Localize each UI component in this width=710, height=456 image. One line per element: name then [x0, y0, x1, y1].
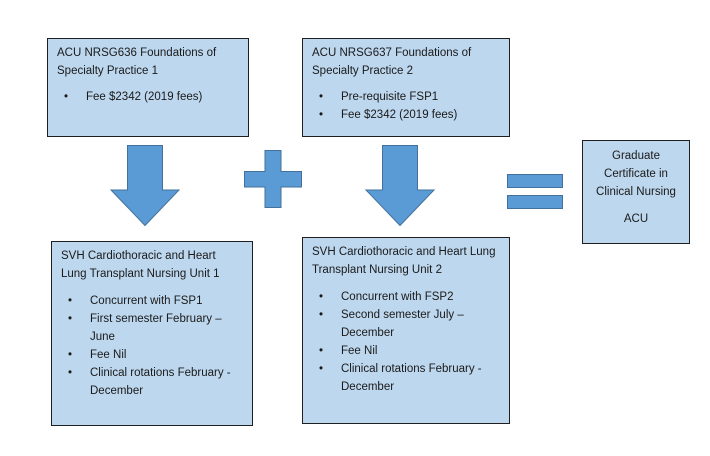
equals-bar-top — [507, 174, 563, 188]
unit2-bullet-list: Concurrent with FSP2 Second semester Jul… — [312, 288, 501, 396]
unit2-bullet: Clinical rotations February - December — [312, 360, 501, 396]
fsp2-box: ACU NRSG637 Foundations of Specialty Pra… — [302, 38, 510, 137]
unit1-box: SVH Cardiothoracic and Heart Lung Transp… — [51, 241, 253, 426]
fsp1-bullet: Fee $2342 (2019 fees) — [57, 88, 240, 106]
unit1-bullet: First semester February – June — [61, 310, 244, 346]
unit1-bullet: Fee Nil — [61, 346, 244, 364]
unit1-title: SVH Cardiothoracic and Heart Lung Transp… — [61, 250, 220, 280]
unit2-bullet: Second semester July – December — [312, 306, 501, 342]
fsp1-bullet-list: Fee $2342 (2019 fees) — [57, 88, 240, 106]
fsp1-title: ACU NRSG636 Foundations of Specialty Pra… — [57, 47, 217, 77]
down-arrow-icon — [364, 145, 436, 227]
unit1-bullet: Concurrent with FSP1 — [61, 292, 244, 310]
unit1-bullet: Clinical rotations February - December — [61, 364, 244, 400]
equals-bar-bottom — [507, 195, 563, 209]
result-title: Graduate Certificate in Clinical Nursing — [596, 150, 676, 198]
down-arrow-shape — [364, 145, 436, 227]
unit2-bullet: Fee Nil — [312, 342, 501, 360]
fsp2-bullet: Pre-requisite FSP1 — [312, 88, 501, 106]
unit2-box: SVH Cardiothoracic and Heart Lung Transp… — [302, 237, 510, 424]
plus-icon — [244, 150, 302, 208]
plus-shape — [244, 150, 302, 208]
down-arrow-shape — [109, 145, 181, 227]
unit2-bullet: Concurrent with FSP2 — [312, 288, 501, 306]
down-arrow-icon — [109, 145, 181, 227]
unit2-title: SVH Cardiothoracic and Heart Lung Transp… — [312, 246, 496, 276]
unit1-bullet-list: Concurrent with FSP1 First semester Febr… — [61, 292, 244, 400]
equals-icon — [507, 174, 563, 209]
fsp2-bullet-list: Pre-requisite FSP1 Fee $2342 (2019 fees) — [312, 88, 501, 124]
result-box: Graduate Certificate in Clinical Nursing… — [582, 140, 690, 244]
fsp1-box: ACU NRSG636 Foundations of Specialty Pra… — [47, 38, 249, 137]
fsp2-bullet: Fee $2342 (2019 fees) — [312, 106, 501, 124]
fsp2-title: ACU NRSG637 Foundations of Specialty Pra… — [312, 47, 472, 77]
result-org: ACU — [623, 213, 649, 225]
